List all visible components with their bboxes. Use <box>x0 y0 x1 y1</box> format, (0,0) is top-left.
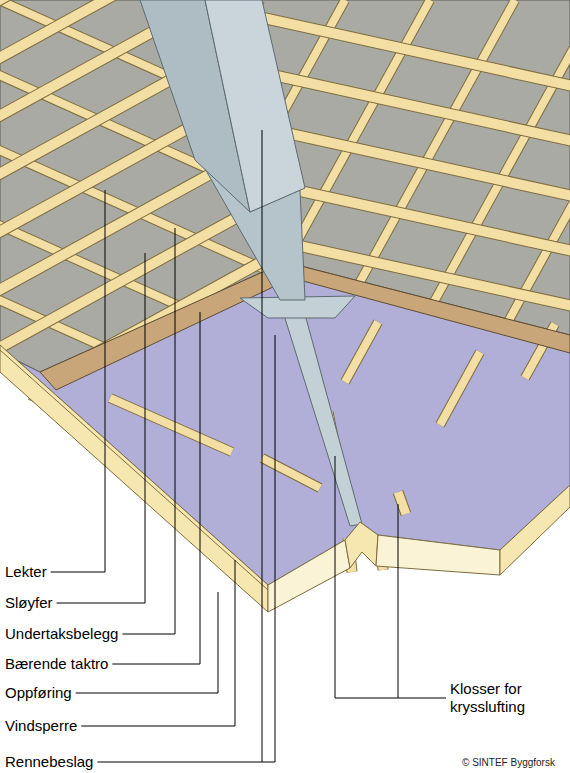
leader-line <box>57 253 145 603</box>
leader-line <box>97 130 262 762</box>
leader-line <box>335 456 398 698</box>
batten-edge <box>262 458 320 488</box>
copyright-note: © SINTEF Byggforsk <box>462 757 555 769</box>
leader-line <box>81 560 235 726</box>
batten <box>110 398 232 452</box>
batten-edge <box>0 353 570 645</box>
eave-board-left <box>0 345 268 612</box>
eave-notch <box>345 522 378 568</box>
rake-board <box>500 485 570 575</box>
batten <box>262 458 320 488</box>
leader-line <box>112 312 200 664</box>
part-label: Klosser for krysslufting <box>450 680 550 716</box>
part-label: Sløyfer <box>5 594 53 612</box>
part-label: Vindsperre <box>5 717 77 735</box>
roof-board-left <box>40 262 292 390</box>
eave-edge <box>0 350 268 590</box>
part-label: Oppføring <box>5 684 72 702</box>
part-label: Lekter <box>5 563 47 581</box>
leader-line <box>398 504 446 698</box>
batten <box>345 322 378 382</box>
leader-line <box>76 592 218 693</box>
battens-left <box>0 0 570 645</box>
valley-strip <box>278 296 362 526</box>
batten-edge <box>440 352 480 425</box>
leader-line <box>122 228 175 634</box>
leader-line <box>51 190 105 572</box>
batten <box>440 352 480 425</box>
part-label: Bærende taktro <box>5 655 108 673</box>
leader-line <box>262 335 275 762</box>
batten <box>150 323 570 422</box>
part-label: Undertaksbelegg <box>5 625 118 643</box>
batten-edge <box>398 492 406 514</box>
batten-edge <box>110 398 232 452</box>
batten <box>0 353 570 645</box>
batten-edge <box>150 323 570 422</box>
batten-edge <box>345 322 378 382</box>
eave-front <box>268 540 350 612</box>
batten <box>398 492 406 514</box>
gutter-face-right <box>205 0 305 212</box>
eave-front-right <box>376 535 500 575</box>
battens-right <box>0 0 570 600</box>
part-label: Rennebeslag <box>5 753 93 771</box>
